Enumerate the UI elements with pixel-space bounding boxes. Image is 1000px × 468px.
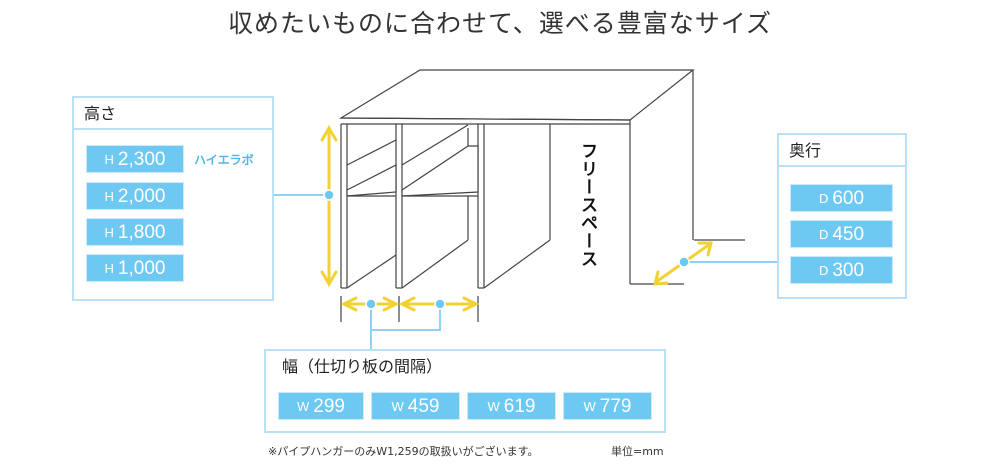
- unit-label: 単位=mm: [611, 445, 664, 458]
- connector-dots: [323, 189, 690, 310]
- haierabo-tag: ハイエラボ: [194, 153, 254, 167]
- width-connector: [370, 304, 441, 331]
- width-panel-title: 幅（仕切り板の間隔）: [282, 357, 443, 376]
- dimension-arrows: [320, 125, 713, 312]
- height-panel-title: 高さ: [74, 98, 272, 130]
- page-title: 収めたいものに合わせて、選べる豊富なサイズ: [227, 9, 772, 38]
- free-space-label: フリースペース: [577, 142, 597, 268]
- shelf-drawing: [338, 69, 745, 322]
- shelf-board-2: [401, 145, 479, 197]
- depth-panel-title: 奥行: [779, 135, 905, 167]
- connector-lines: [272, 194, 779, 349]
- shelf-board-1: [346, 164, 397, 197]
- shelf-top: [338, 69, 695, 121]
- footnote: ※パイプハンガーのみW1,259の取扱いがございます。: [268, 445, 539, 458]
